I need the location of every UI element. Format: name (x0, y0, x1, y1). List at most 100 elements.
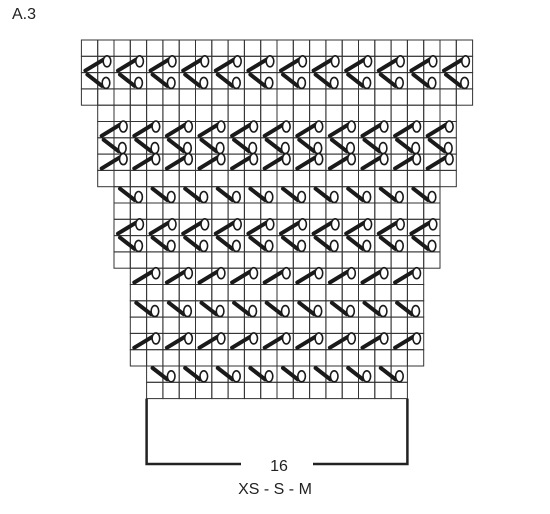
chart-cell (309, 349, 327, 367)
chart-cell (325, 284, 343, 302)
stitch-bar (248, 235, 267, 251)
stitch-loop (182, 141, 193, 155)
chart-cell (341, 88, 360, 106)
stitch-bar (264, 300, 284, 317)
stitch-loop (412, 332, 422, 345)
chart-cell (455, 88, 474, 106)
chart-cell (162, 169, 180, 188)
stitch-loop (216, 332, 226, 345)
stitch-bar (313, 72, 333, 88)
chart-cell (260, 104, 278, 122)
stitch-bar (215, 366, 235, 382)
stitch-bar (134, 300, 153, 317)
stitch-loop (394, 76, 405, 90)
chart-cell (129, 316, 148, 334)
stitch-loop (297, 239, 307, 253)
chart-cell (146, 284, 164, 302)
stitch-bar (181, 57, 204, 73)
chart-cell (211, 169, 229, 188)
chart-cell (341, 316, 360, 334)
stitch-loop (151, 152, 161, 166)
stitch-bar (378, 235, 398, 251)
chart-cell (146, 251, 164, 269)
chart-cell (423, 202, 441, 220)
stitch-bar (215, 72, 235, 88)
stitch-bar (360, 122, 384, 138)
stitch-bar (393, 155, 416, 171)
chart-cell (390, 284, 408, 302)
stitch-loop (411, 304, 421, 318)
stitch-loop (412, 120, 422, 133)
chart-cell (309, 169, 327, 188)
chart-cell (423, 39, 441, 57)
stitch-loop (167, 218, 177, 231)
stitch-bar (427, 137, 447, 154)
chart-cell (309, 104, 327, 122)
chart-cell (341, 202, 360, 220)
chart-cell (243, 88, 262, 106)
chart-cell (358, 169, 376, 188)
chart-cell (162, 316, 180, 334)
stitch-loop (199, 369, 209, 383)
chart-cell (390, 381, 408, 400)
stitch-bar (409, 57, 432, 73)
chart-cell (211, 104, 229, 122)
chart-cell (439, 169, 457, 188)
chart-cell (178, 349, 196, 367)
stitch-bar (344, 220, 367, 236)
chart-cell (276, 169, 294, 188)
stitch-loop (346, 152, 357, 166)
stitch-bar (150, 186, 170, 202)
stitch-bar (262, 122, 286, 138)
chart-cell (341, 284, 360, 302)
chart-cell (227, 381, 245, 400)
chart-cell (146, 88, 164, 106)
stitch-loop (379, 120, 389, 133)
stitch-loop (183, 332, 194, 345)
chart-cell (195, 284, 213, 302)
stitch-bar (376, 220, 400, 236)
stitch-bar (164, 155, 188, 171)
stitch-loop (150, 141, 160, 155)
stitch-bar (134, 137, 153, 154)
chart-title: A.3 (12, 6, 37, 23)
stitch-bar (395, 137, 414, 154)
stitch-bar (281, 72, 300, 88)
chart-cell (195, 39, 213, 57)
stitch-bar (313, 366, 333, 382)
stitch-loop (199, 190, 209, 204)
stitch-bar (83, 57, 106, 73)
chart-cell (341, 104, 360, 122)
stitch-loop (281, 266, 291, 280)
stitch-loop (362, 76, 372, 90)
chart-cell (390, 349, 408, 367)
stitch-loop (314, 266, 324, 280)
chart-cell (243, 316, 262, 334)
chart-cell (406, 88, 425, 106)
stitch-bar (248, 366, 267, 382)
chart-cell (227, 349, 245, 367)
chart-cell (309, 251, 327, 269)
stitch-loop (281, 120, 291, 133)
chart-cell (341, 169, 360, 188)
stitch-loop (151, 266, 161, 280)
stitch-bar (132, 122, 155, 138)
stitch-loop (362, 190, 372, 204)
chart-cell (162, 284, 180, 302)
chart-cell (227, 202, 245, 220)
chart-cell (227, 104, 245, 122)
stitch-bar (346, 235, 365, 251)
stitch-loop (297, 369, 307, 383)
chart-cell (276, 104, 294, 122)
chart-cell (439, 39, 457, 57)
chart-cell (243, 284, 262, 302)
stitch-bar (197, 269, 221, 285)
stitch-loop (427, 190, 437, 204)
chart-cell (227, 88, 245, 106)
stitch-loop (134, 190, 144, 204)
chart-cell (211, 316, 229, 334)
stitch-loop (363, 54, 373, 68)
chart-cell (113, 39, 131, 57)
stitch-bar (199, 300, 219, 317)
